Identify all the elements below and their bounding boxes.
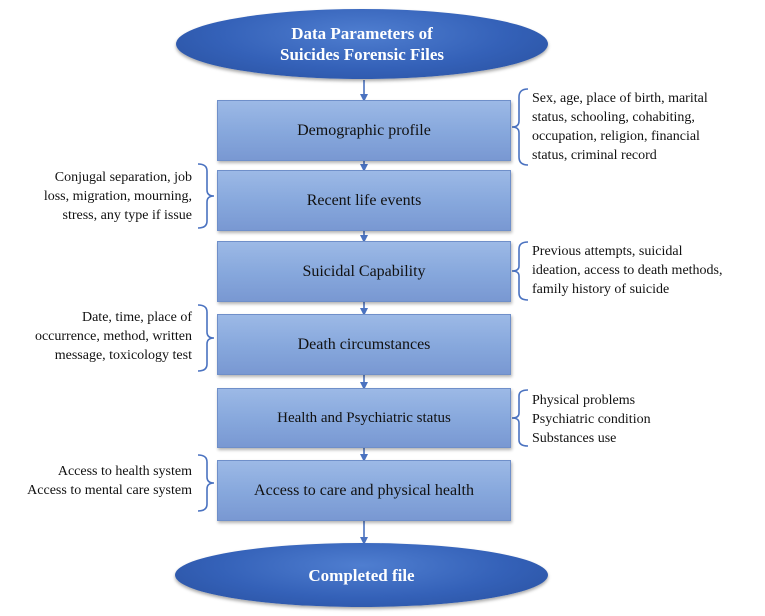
note-line: loss, migration, mourning, [43,189,192,204]
note-line: Access to health system [57,464,192,479]
note-line: Physical problems [532,393,636,408]
note-line: occupation, religion, financial [532,129,700,144]
bracket-death [197,304,215,372]
end-node: Completed file [175,543,548,607]
note-line: family history of suicide [532,282,670,297]
note-line: message, toxicology test [54,348,192,363]
step-access-to-care: Access to care and physical health [217,460,511,521]
step-label: Suicidal Capability [302,262,426,280]
step-death-circumstances: Death circumstances [217,314,511,375]
note-psychiatric: Physical problems Psychiatric condition … [532,391,732,448]
start-node: Data Parameters of Suicides Forensic Fil… [176,9,548,79]
note-line: Substances use [532,431,617,446]
bracket-demographic [511,88,529,166]
note-capability: Previous attempts, suicidal ideation, ac… [532,242,764,299]
step-label: Access to care and physical health [254,481,474,499]
note-line: Date, time, place of [81,310,192,325]
bracket-life-events [197,163,215,229]
step-label: Demographic profile [297,121,431,139]
bracket-capability [511,241,529,301]
note-line: Previous attempts, suicidal [532,244,683,259]
start-node-line2: Suicides Forensic Files [279,45,444,64]
note-line: status, criminal record [532,148,657,163]
start-node-line1: Data Parameters of [291,24,433,43]
note-line: Access to mental care system [27,483,192,498]
step-label: Death circumstances [297,335,431,353]
bracket-care [197,454,215,512]
note-line: Sex, age, place of birth, marital [532,91,708,106]
note-line: stress, any type if issue [62,208,192,223]
step-demographic-profile: Demographic profile [217,100,511,161]
bracket-psychiatric [511,389,529,447]
step-health-psychiatric-status: Health and Psychiatric status [217,388,511,448]
note-death: Date, time, place of occurrence, method,… [4,308,192,365]
note-line: ideation, access to death methods, [532,263,723,278]
end-node-label: Completed file [308,565,415,585]
note-line: Psychiatric condition [532,412,651,427]
note-line: Conjugal separation, job [54,170,192,185]
note-demographic: Sex, age, place of birth, marital status… [532,89,742,165]
step-label: Health and Psychiatric status [277,409,451,426]
note-life-events: Conjugal separation, job loss, migration… [4,168,192,225]
note-care: Access to health system Access to mental… [2,462,192,500]
step-recent-life-events: Recent life events [217,170,511,231]
note-line: occurrence, method, written [34,329,192,344]
step-label: Recent life events [306,191,422,209]
step-suicidal-capability: Suicidal Capability [217,241,511,302]
note-line: status, schooling, cohabiting, [532,110,695,125]
